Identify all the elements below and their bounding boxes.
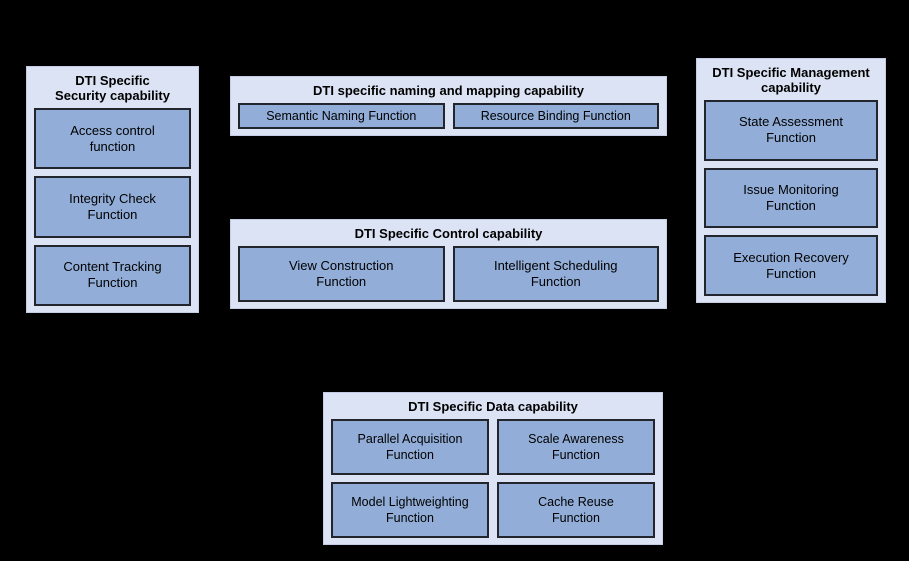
function-box-access-control[interactable]: Access control function: [34, 108, 191, 170]
function-box-integrity-check[interactable]: Integrity Check Function: [34, 176, 191, 238]
function-box-model-lightweighting[interactable]: Model Lightweighting Function: [331, 482, 489, 538]
function-box-view-construction[interactable]: View Construction Function: [238, 246, 445, 302]
function-box-scale-awareness[interactable]: Scale Awareness Function: [497, 419, 655, 475]
panel-naming-mapping: DTI specific naming and mapping capabili…: [230, 76, 667, 136]
panel-data-title: DTI Specific Data capability: [408, 399, 578, 414]
panel-data-functions: Parallel Acquisition Function Scale Awar…: [324, 419, 662, 544]
panel-management: DTI Specific Management capability State…: [696, 58, 886, 303]
function-box-cache-reuse[interactable]: Cache Reuse Function: [497, 482, 655, 538]
function-box-content-tracking[interactable]: Content Tracking Function: [34, 244, 191, 306]
panel-data-functions-row-1: Parallel Acquisition Function Scale Awar…: [331, 419, 655, 475]
panel-management-title: DTI Specific Management capability: [712, 65, 870, 95]
panel-data-functions-row-2: Model Lightweighting Function Cache Reus…: [331, 482, 655, 538]
panel-data: DTI Specific Data capability Parallel Ac…: [323, 392, 663, 545]
panel-naming-mapping-title: DTI specific naming and mapping capabili…: [313, 83, 584, 98]
function-box-issue-monitoring[interactable]: Issue Monitoring Function: [704, 167, 878, 229]
panel-control-functions: View Construction Function Intelligent S…: [231, 246, 666, 308]
function-box-state-assessment[interactable]: State Assessment Function: [704, 100, 878, 161]
function-box-parallel-acquisition[interactable]: Parallel Acquisition Function: [331, 419, 489, 475]
function-box-semantic-naming[interactable]: Semantic Naming Function: [238, 103, 445, 129]
panel-management-functions: State Assessment Function Issue Monitori…: [697, 100, 885, 302]
panel-security: DTI Specific Security capability Access …: [26, 66, 199, 313]
panel-security-functions: Access control function Integrity Check …: [27, 108, 198, 312]
panel-control-title: DTI Specific Control capability: [354, 226, 543, 241]
function-box-resource-binding[interactable]: Resource Binding Function: [452, 103, 659, 129]
panel-security-title: DTI Specific Security capability: [55, 73, 170, 103]
panel-naming-mapping-functions: Semantic Naming Function Resource Bindin…: [231, 103, 666, 135]
function-box-intelligent-scheduling[interactable]: Intelligent Scheduling Function: [452, 246, 659, 302]
function-box-execution-recovery[interactable]: Execution Recovery Function: [704, 235, 878, 297]
panel-control: DTI Specific Control capability View Con…: [230, 219, 667, 309]
